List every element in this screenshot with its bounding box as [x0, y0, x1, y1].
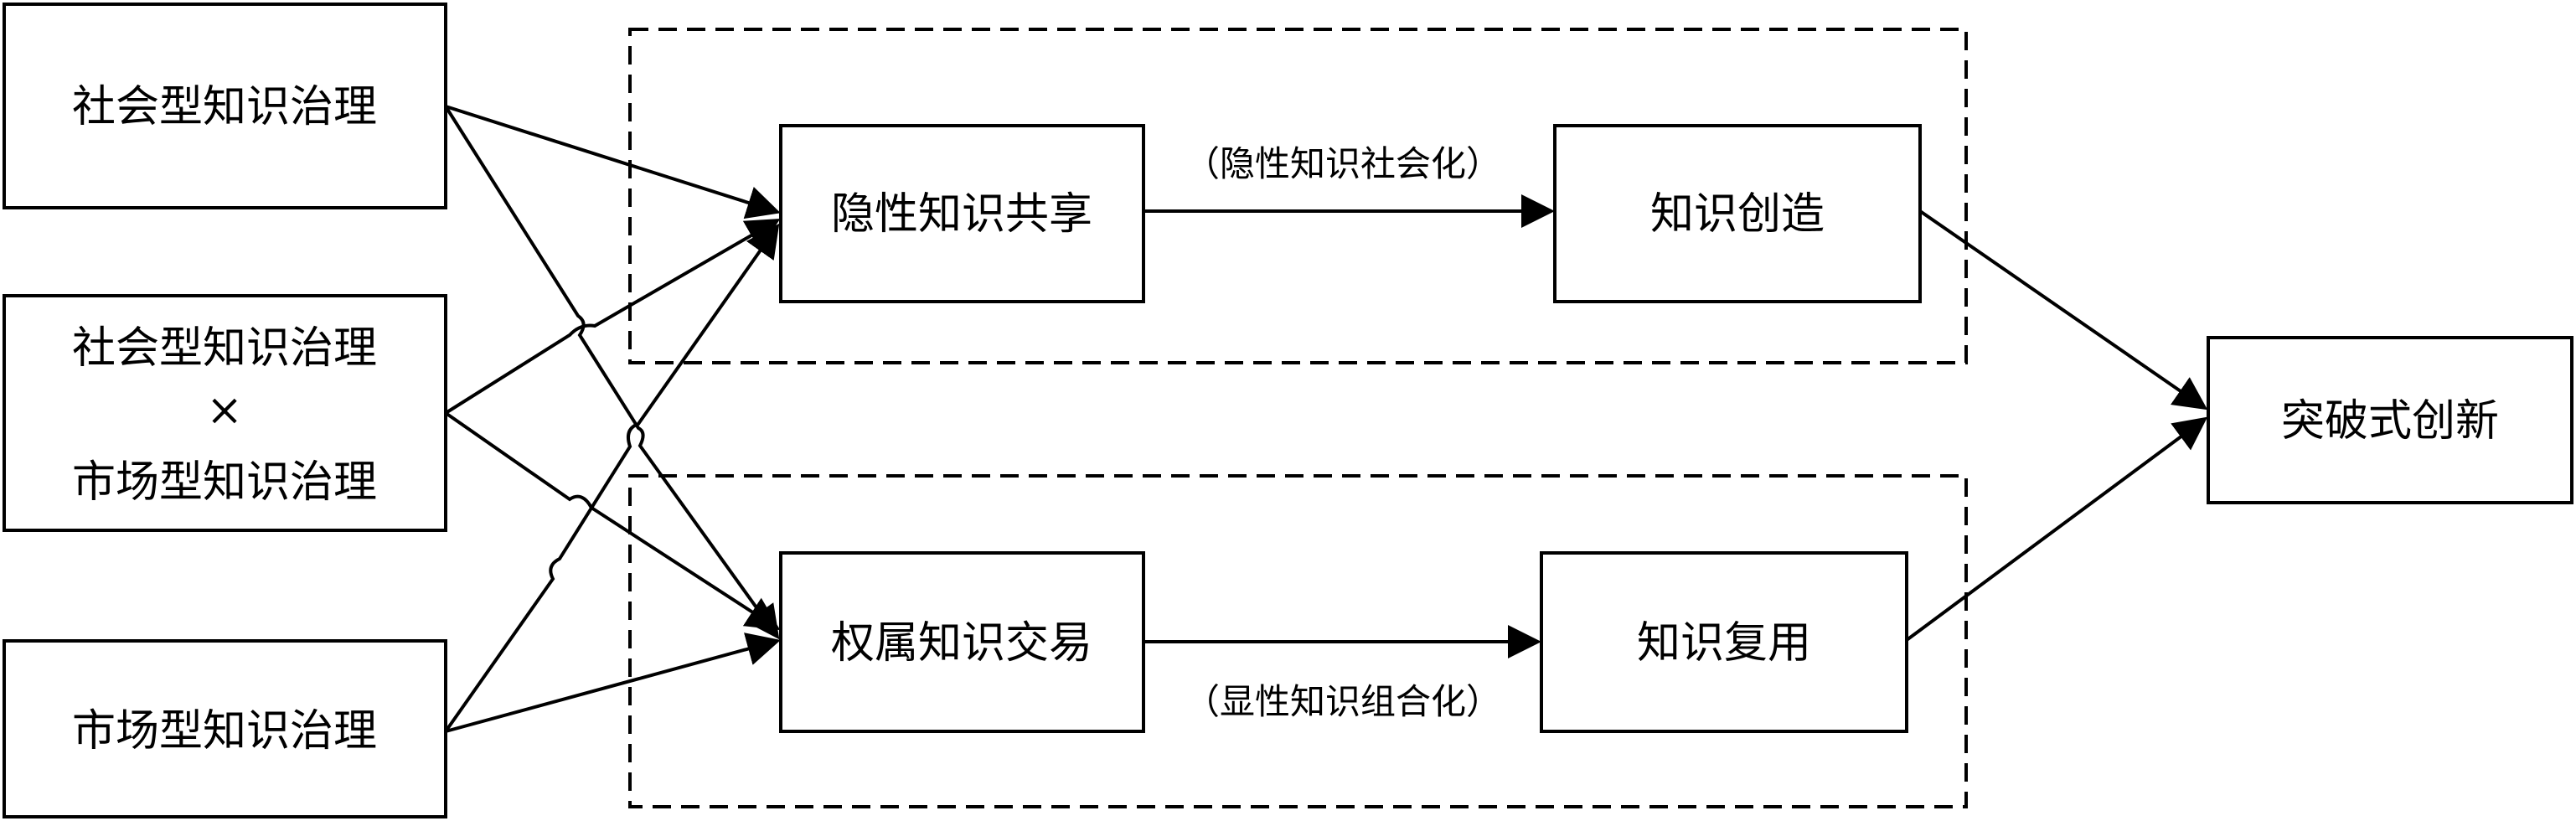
node-social-governance-label: 社会型知识治理: [72, 82, 377, 132]
node-interaction-governance: 社会型知识治理 × 市场型知识治理: [3, 294, 447, 532]
arrow-creation-to-innovation: [1918, 209, 2208, 410]
node-market-governance-label: 市场型知识治理: [72, 706, 377, 756]
edge-label-tacit-socialization: （隐性知识社会化）: [1185, 143, 1501, 184]
node-market-governance: 市场型知识治理: [3, 639, 447, 818]
node-knowledge-creation-label: 知识创造: [1650, 189, 1825, 240]
node-knowledge-creation: 知识创造: [1553, 124, 1922, 303]
arrow-interaction-to-property: [444, 411, 781, 631]
node-knowledge-reuse: 知识复用: [1540, 551, 1908, 733]
arrow-market-to-tacit: [444, 223, 780, 733]
arrows: [444, 105, 2208, 733]
node-interaction-line1: 社会型知识治理: [72, 323, 377, 374]
node-breakthrough-innovation-label: 突破式创新: [2281, 396, 2499, 447]
arrow-interaction-to-tacit: [444, 218, 781, 415]
node-tacit-knowledge-sharing: 隐性知识共享: [779, 124, 1145, 303]
node-tacit-knowledge-sharing-label: 隐性知识共享: [831, 189, 1092, 240]
arrow-market-to-property: [445, 633, 781, 733]
node-breakthrough-innovation: 突破式创新: [2207, 336, 2573, 504]
arrow-social-to-property: [444, 105, 780, 640]
node-interaction-operator: ×: [206, 385, 243, 436]
arrow-reuse-to-innovation: [1905, 416, 2208, 642]
node-property-knowledge-trading-label: 权属知识交易: [831, 618, 1092, 669]
arrow-social-to-tacit: [445, 105, 781, 219]
node-social-governance: 社会型知识治理: [3, 3, 447, 209]
node-property-knowledge-trading: 权属知识交易: [779, 551, 1145, 733]
node-knowledge-reuse-label: 知识复用: [1637, 618, 1811, 669]
edge-label-explicit-combination: （显性知识组合化）: [1185, 681, 1501, 722]
node-interaction-line2: 市场型知识治理: [72, 457, 377, 508]
group-upper-path: [628, 28, 1968, 364]
group-lower-path: [628, 474, 1968, 808]
